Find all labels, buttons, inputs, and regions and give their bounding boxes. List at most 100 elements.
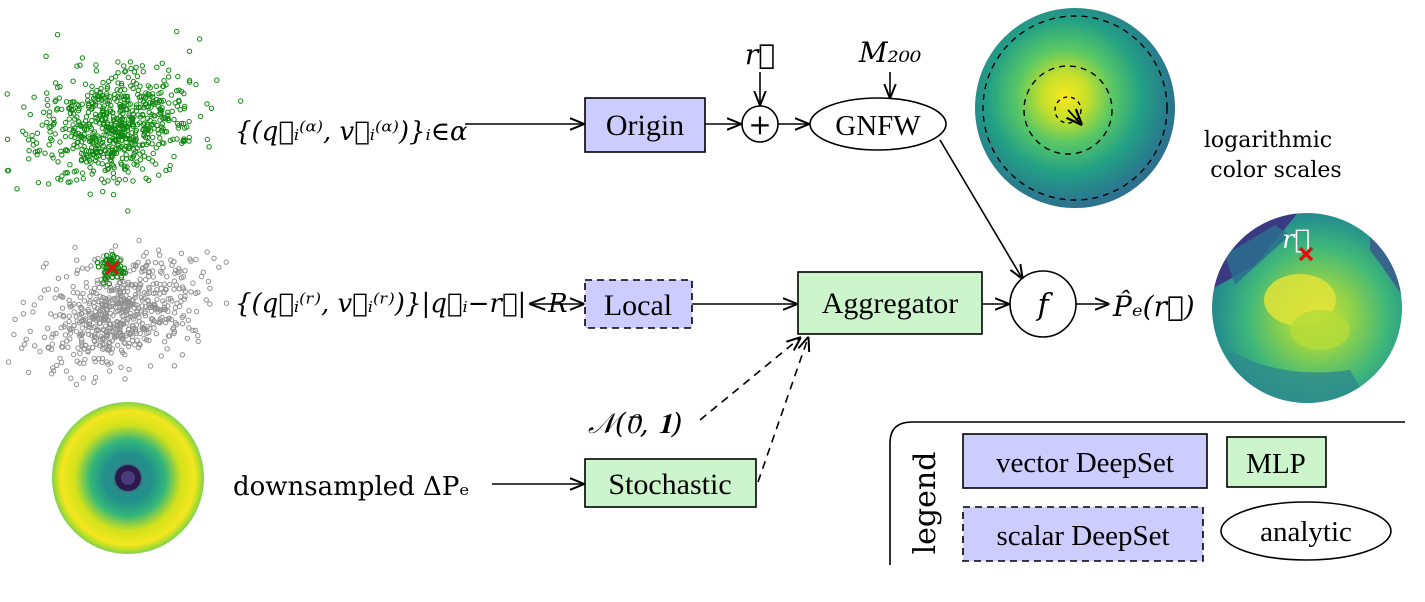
particle-point — [44, 90, 50, 96]
particle-point — [125, 315, 131, 321]
particle-point — [124, 93, 131, 100]
particle-point — [114, 332, 120, 338]
particle-point — [67, 162, 73, 168]
particle-point — [134, 162, 140, 168]
particle-point — [80, 375, 87, 381]
particle-point — [41, 287, 48, 293]
predicted-pressure-map — [1212, 213, 1402, 403]
particle-point — [94, 143, 100, 149]
particle-point — [171, 153, 177, 160]
particle-point — [100, 316, 106, 323]
particle-point — [214, 77, 220, 83]
particle-point — [89, 89, 95, 96]
particle-point — [59, 340, 66, 346]
particle-point — [52, 98, 58, 105]
particle-point — [192, 327, 199, 333]
particle-point — [158, 90, 164, 96]
legend: legend vector DeepSet MLP scalar DeepSet… — [889, 421, 1405, 565]
particle-point — [200, 269, 207, 275]
particle-point — [101, 132, 107, 138]
pressure-ring-map — [52, 402, 204, 554]
particle-point — [133, 322, 140, 328]
particle-point — [138, 295, 145, 301]
particle-point — [186, 79, 193, 85]
particle-point — [38, 295, 44, 301]
particle-point — [92, 358, 99, 365]
particle-point — [101, 103, 107, 109]
particle-point — [145, 259, 151, 265]
particle-point — [130, 153, 137, 160]
particle-point — [81, 298, 88, 304]
aggregator-label: Aggregator — [822, 287, 959, 320]
particle-point — [179, 314, 186, 321]
particle-point — [104, 93, 110, 99]
particle-point — [174, 28, 180, 35]
particle-point — [157, 117, 163, 123]
particle-point — [122, 87, 128, 93]
particle-point — [100, 304, 107, 310]
particle-point — [104, 85, 110, 92]
local-particle-point — [101, 275, 108, 281]
particle-point — [74, 63, 80, 69]
particle-point — [86, 331, 92, 338]
particle-point — [171, 116, 177, 123]
particle-point — [137, 330, 143, 337]
particle-point — [95, 280, 101, 286]
aggregator-block: Aggregator — [797, 271, 983, 335]
particle-point — [94, 277, 101, 284]
particle-point — [177, 107, 184, 113]
particle-point — [149, 158, 156, 164]
particle-point — [175, 73, 181, 80]
particle-point — [5, 359, 12, 365]
particle-point — [140, 69, 147, 75]
legend-analytic: analytic — [1260, 516, 1352, 548]
particle-point — [158, 99, 165, 105]
particle-point — [60, 312, 66, 319]
particle-point — [49, 334, 55, 340]
particle-point — [141, 132, 147, 138]
particle-point — [172, 310, 178, 316]
particle-point — [159, 124, 165, 130]
particle-point — [171, 286, 177, 292]
particle-point — [94, 305, 101, 311]
local-particle-point — [101, 263, 107, 270]
particle-point — [82, 81, 89, 87]
particle-point — [120, 285, 127, 292]
particle-point — [143, 94, 149, 100]
particle-point — [121, 288, 127, 295]
gnfw-profile-map — [975, 8, 1175, 208]
particle-point — [77, 350, 83, 357]
particle-point — [109, 338, 115, 344]
particle-point — [179, 321, 186, 327]
particle-point — [118, 320, 124, 326]
particle-point — [166, 315, 172, 321]
particle-point — [122, 146, 128, 152]
particle-point — [80, 121, 87, 127]
particle-point — [147, 363, 154, 369]
particle-point — [150, 150, 156, 157]
particle-point — [121, 166, 128, 172]
particle-point — [34, 148, 41, 155]
legend-title: legend — [908, 452, 943, 555]
particle-point — [179, 140, 185, 147]
particle-point — [95, 93, 102, 100]
particle-point — [42, 150, 48, 156]
particle-point — [84, 127, 90, 133]
particle-point — [21, 104, 27, 110]
particle-point — [140, 127, 146, 133]
particle-point — [182, 125, 188, 131]
particle-point — [166, 333, 173, 339]
particle-point — [140, 253, 147, 259]
particle-point — [99, 355, 106, 362]
particle-point — [140, 141, 146, 148]
particle-point — [110, 303, 117, 310]
particle-point — [133, 330, 140, 337]
particle-point — [110, 192, 117, 198]
local-label: Local — [604, 289, 672, 322]
particle-point — [99, 298, 105, 304]
particle-point — [181, 296, 188, 302]
particle-point — [115, 342, 121, 349]
particle-point — [135, 287, 142, 293]
particle-point — [41, 109, 47, 116]
particle-point — [150, 281, 157, 287]
